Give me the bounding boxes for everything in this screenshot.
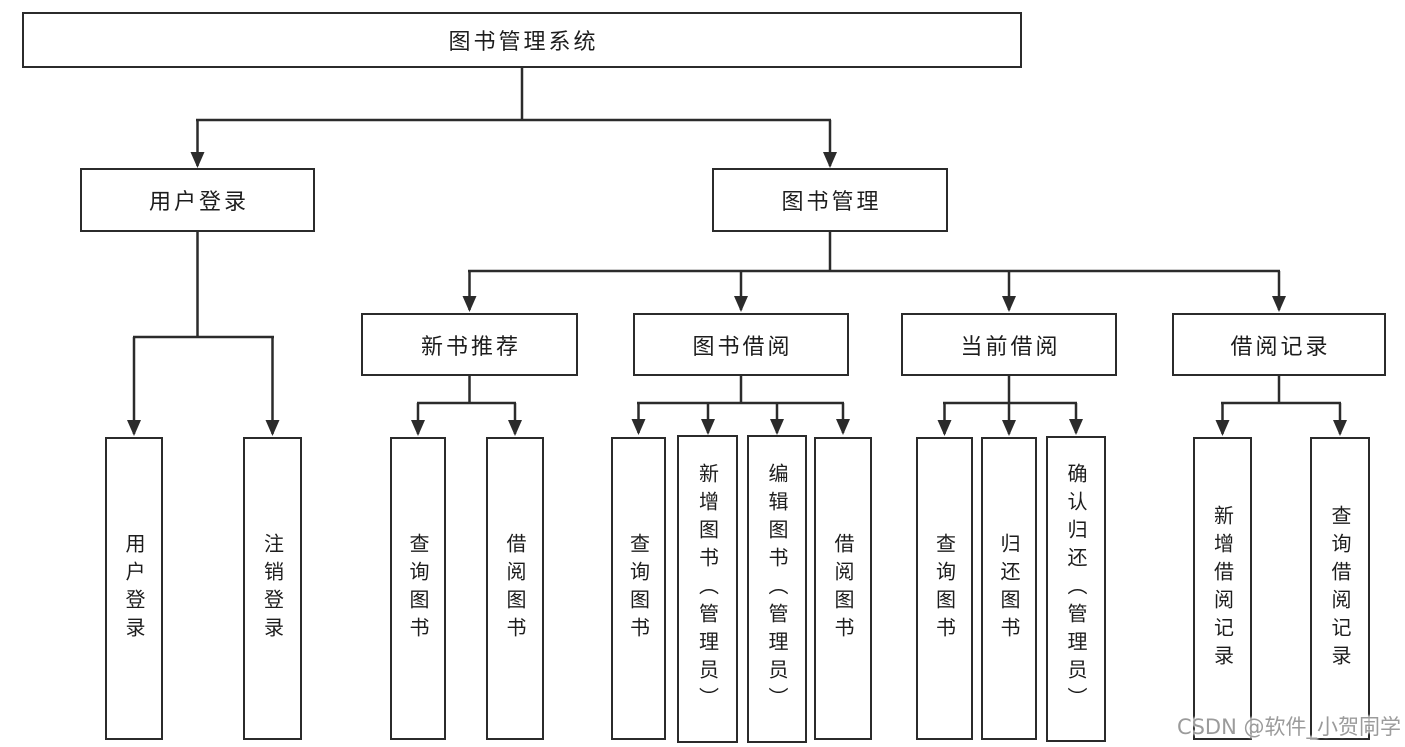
- node-recommend-query-book: 查询图书: [390, 437, 446, 740]
- node-record-add-record: 新增借阅记录: [1193, 437, 1252, 740]
- node-current-confirm-return-admin: 确认归还（管理员）: [1046, 436, 1106, 742]
- node-borrow-borrow-book: 借阅图书: [814, 437, 872, 740]
- node-root: 图书管理系统: [22, 12, 1022, 68]
- node-current-borrow: 当前借阅: [901, 313, 1117, 376]
- node-user-login-logout: 注销登录: [243, 437, 302, 740]
- node-current-return-book: 归还图书: [981, 437, 1037, 740]
- node-current-query-book: 查询图书: [916, 437, 973, 740]
- node-borrow-query-book: 查询图书: [611, 437, 666, 740]
- node-book-borrow: 图书借阅: [633, 313, 849, 376]
- node-user-login: 用户登录: [80, 168, 315, 232]
- csdn-watermark: CSDN @软件_小贺同学: [1176, 715, 1401, 739]
- node-new-book-recommend: 新书推荐: [361, 313, 578, 376]
- node-book-management: 图书管理: [712, 168, 948, 232]
- node-borrow-edit-book-admin: 编辑图书（管理员）: [747, 435, 807, 743]
- node-borrow-record: 借阅记录: [1172, 313, 1386, 376]
- node-borrow-add-book-admin: 新增图书（管理员）: [677, 435, 738, 743]
- node-user-login-do-login: 用户登录: [105, 437, 163, 740]
- node-recommend-borrow-book: 借阅图书: [486, 437, 544, 740]
- node-record-query-record: 查询借阅记录: [1310, 437, 1370, 740]
